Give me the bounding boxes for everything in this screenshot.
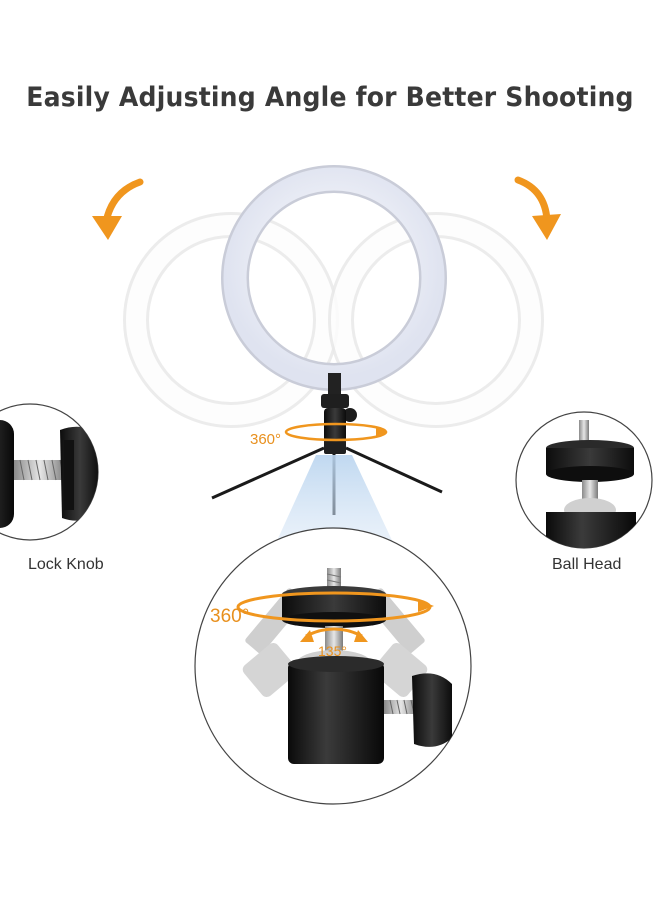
headline: Easily Adjusting Angle for Better Shooti… <box>26 82 634 113</box>
lock-knob-label: Lock Knob <box>28 556 104 573</box>
rotate-top-label: 360° <box>250 431 281 448</box>
rotate-bottom-label: 360° <box>210 606 249 627</box>
rotation-indicator-top: 360° <box>250 422 388 448</box>
ball-head-closeup: 360° 135° <box>194 527 472 805</box>
ghost-ring-right <box>328 212 544 428</box>
ball-head-label: Ball Head <box>552 556 622 573</box>
tilt-label: 135° <box>318 643 347 659</box>
curved-arrow-down-right-icon <box>514 176 561 240</box>
curved-arrow-down-left-icon <box>92 178 144 240</box>
ring-light <box>221 165 447 395</box>
ball-head-detail <box>515 411 653 549</box>
lock-knob-detail <box>0 403 99 541</box>
ghost-ring-left <box>123 212 339 428</box>
